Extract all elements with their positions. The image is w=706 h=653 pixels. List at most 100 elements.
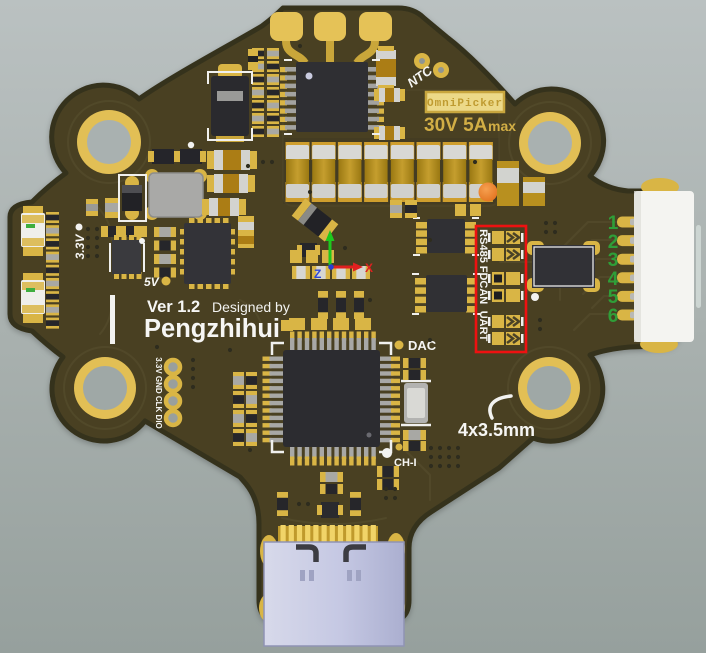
chips-above-inductor-rect-shape <box>152 149 174 164</box>
via-dots-circle-shape <box>446 463 452 469</box>
soic8-chip-2-rect-shape <box>415 296 426 304</box>
chips-above-inductor-rect-shape <box>200 151 206 162</box>
soic8-chip-2-rect-shape <box>466 296 477 304</box>
copper-traces-path-shape <box>394 439 431 501</box>
bulk-capacitor-row-rect-shape <box>443 145 467 160</box>
bulk-capacitor-row-rect-shape <box>443 159 467 185</box>
usb-c-connector-rect-shape <box>347 570 352 581</box>
middle-components-rect-shape <box>311 318 327 330</box>
bulk-capacitor-row-rect-shape <box>286 184 309 198</box>
soic8-chip-2-rect-shape <box>426 275 467 312</box>
middle-components-rect-shape <box>336 266 346 279</box>
gate-driver-chip-rect-shape <box>267 63 279 70</box>
copper-traces-circle-shape <box>507 346 591 430</box>
caps-right-of-testpoint-rect-shape <box>497 168 519 183</box>
mcu-left-parts-rect-shape <box>233 395 244 404</box>
gate-driver-chip-rect-shape <box>252 89 264 96</box>
pads-above-soic-rect-shape <box>470 204 481 216</box>
middle-components-rect-shape <box>333 318 349 330</box>
mounting-hole-bottom-left-circle-shape <box>83 366 127 410</box>
qfn8-regulator <box>109 235 145 279</box>
mcu-right-parts-rect-shape <box>408 358 421 368</box>
mcu-chip-rect-shape <box>269 423 284 428</box>
via-dots-circle-shape <box>94 253 100 259</box>
usb-c-connector-rect-shape <box>356 570 361 581</box>
tall-black-capacitor-rect-shape <box>217 91 243 101</box>
version-silkscreen: Ver 1.2 Designed by Pengzhihui <box>110 295 290 344</box>
gate-driver-chip-rect-shape <box>393 126 400 140</box>
mcu-chip-rect-shape <box>297 331 302 341</box>
sot23-transistor <box>118 174 147 222</box>
mcu-chip-rect-shape <box>379 386 394 391</box>
gate-driver-chip-rect-shape <box>399 89 405 101</box>
mcu-chip-rect-shape <box>391 437 400 443</box>
can-oscillator-circle-shape <box>531 293 539 301</box>
status-led-2-rect-shape <box>22 305 44 313</box>
pads-above-soic <box>390 200 481 218</box>
usb-contact-fingers-rect-shape <box>288 525 294 543</box>
can-oscillator <box>527 241 600 301</box>
mcu-chip-rect-shape <box>290 446 295 459</box>
copper-traces-path-shape <box>555 221 618 255</box>
usb-cavity-left <box>296 544 319 562</box>
gate-driver-chip-rect-shape <box>385 126 394 140</box>
status-led-2-rect-shape <box>23 273 43 283</box>
mcu-chip-rect-shape <box>319 446 324 459</box>
via-dots-circle-shape <box>154 344 160 350</box>
mcu-chip-rect-shape <box>391 400 400 406</box>
mcu-chip-rect-shape <box>341 338 347 351</box>
ntc-pads <box>414 53 449 78</box>
led-resistor-column-rect-shape <box>46 267 59 274</box>
status-led-1-rect-shape <box>23 206 43 216</box>
bulk-capacitor-row-rect-shape <box>390 184 414 198</box>
chips-above-inductor-rect-shape <box>148 151 154 162</box>
status-led-2-rect-shape <box>26 288 35 292</box>
status-led-1-rect-shape <box>22 215 44 223</box>
via-dots-circle-shape <box>543 229 549 235</box>
power-inductor-rect-shape <box>148 172 204 218</box>
via-dots-circle-shape <box>383 486 389 492</box>
sot23-transistor-rect-shape <box>118 174 147 222</box>
mcu-chip-rect-shape <box>379 363 394 369</box>
status-led-2 <box>21 273 45 323</box>
mcu-bottom-parts-rect-shape <box>325 484 338 494</box>
sot23-transistor-rect-shape <box>122 185 142 193</box>
bus-interface-pads-rect-shape <box>492 248 504 261</box>
usb-contact-fingers-rect-shape <box>296 525 303 543</box>
mcu-chip-rect-shape <box>269 378 284 384</box>
mcu-chip-rect-shape <box>269 363 284 369</box>
mcu-chip-rect-shape <box>262 423 272 428</box>
bus-interface-pads-rect-shape <box>521 334 524 343</box>
main-qfn-chip-g-shape-rect-shape <box>197 282 203 289</box>
mcu-chip-rect-shape <box>364 338 369 351</box>
main-qfn-chip-g-shape-rect-shape <box>180 259 187 265</box>
main-qfn-chip-g-shape-rect-shape <box>180 249 187 255</box>
via-dots-circle-shape <box>307 189 313 195</box>
via-dots-circle-shape <box>227 347 233 353</box>
small-striped-pad-rect-shape <box>248 56 258 62</box>
mcu-chip-rect-shape <box>304 446 310 459</box>
usb-contact-fingers-rect-shape <box>329 525 335 543</box>
pin-number-2: 2 <box>608 232 619 253</box>
mcu-chip-rect-shape <box>391 371 400 376</box>
usb-contact-fingers-rect-shape <box>313 525 319 543</box>
red-highlight-box <box>474 224 528 354</box>
soic8-chip-2-rect-shape <box>466 287 477 294</box>
mounting-hole-bottom-left <box>74 357 136 419</box>
mcu-chip-rect-shape <box>379 415 394 421</box>
copper-traces <box>63 89 618 525</box>
soic8-chip-1-rect-shape <box>416 247 427 254</box>
gate-driver-chip-rect-shape <box>378 46 394 51</box>
qfn8-regulator-g-shape <box>114 235 142 279</box>
qfn8-regulator-g-shape-rect-shape <box>129 235 134 242</box>
gate-driver-chip-rect-shape <box>379 88 386 102</box>
tall-black-capacitor <box>207 64 253 142</box>
mcu-left-parts-rect-shape <box>233 433 244 442</box>
mcu-chip-rect-shape <box>262 408 272 413</box>
gate-driver-chip-rect-shape <box>280 83 287 89</box>
via-dots-circle-shape <box>342 245 348 251</box>
mcu-chip-rect-shape <box>371 331 376 341</box>
via-dots-circle-shape <box>437 445 443 451</box>
bulk-capacitor-row-rect-shape <box>338 159 362 185</box>
ntc-pads-circle-shape <box>414 53 430 69</box>
